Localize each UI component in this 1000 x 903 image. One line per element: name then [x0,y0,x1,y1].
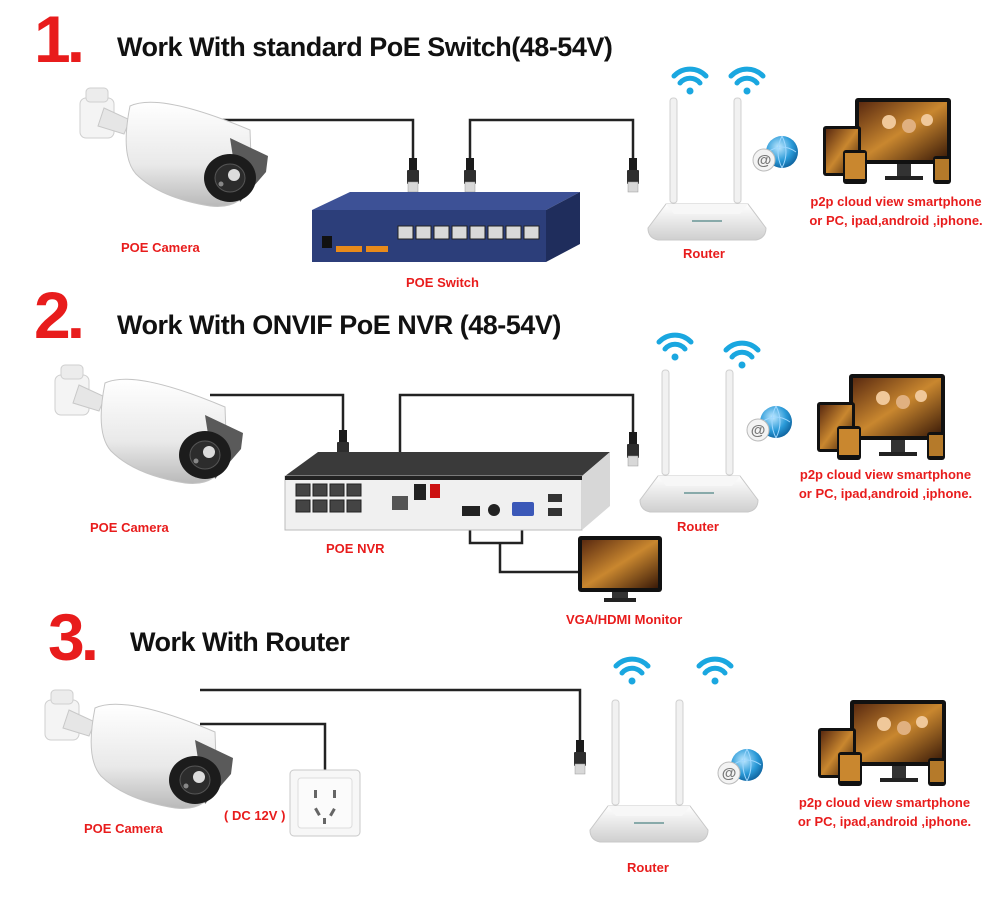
cable-switch-router [468,118,635,160]
wifi-signal-icon [616,659,648,684]
cable-camera-switch [222,118,415,160]
cable-nvr-router [398,393,635,480]
cable-nvr-monitor [498,543,580,574]
bullet-camera-icon [79,87,269,208]
p2p-caption-line2: or PC, ipad,android ,iphone. [798,486,973,501]
nvr-label: POE NVR [326,541,385,556]
nvr-icon [284,452,610,531]
p2p-caption-line1: p2p cloud view smartphone [799,467,972,482]
dc-power-label: ( DC 12V ) [224,808,286,823]
router-label: Router [683,246,725,261]
cable-camera-nvr [210,393,345,430]
wifi-signal-icon [659,335,691,360]
p2p-caption-line1: p2p cloud view smartphone [810,194,982,209]
at-globe-icon [752,135,799,172]
wifi-signal-icon [674,69,706,94]
rj45-plug-icon [626,157,640,193]
section-3 [44,659,946,843]
poe-switch-icon [312,192,580,262]
wifi-signal-icon [726,343,758,368]
devices-icon [823,98,951,184]
section-1-number: 1. [34,2,85,76]
p2p-caption: p2p cloud view smartphone or PC, ipad,an… [783,465,988,503]
cable-camera-power [200,722,327,770]
camera-label: POE Camera [90,520,169,535]
rj45-plug-icon [406,157,420,193]
wifi-signal-icon [699,659,731,684]
section-3-number: 3. [48,600,99,674]
p2p-caption-line2: or PC, ipad,android ,iphone. [797,814,972,829]
monitor-icon [578,536,662,602]
camera-label: POE Camera [121,240,200,255]
router-label: Router [627,860,669,875]
wifi-router-icon [639,369,759,513]
p2p-caption: p2p cloud view smartphone or PC, ipad,an… [782,793,987,831]
wifi-router-icon [647,97,767,241]
devices-icon [817,374,945,460]
router-label: Router [677,519,719,534]
wall-socket-icon [289,769,361,837]
section-2 [54,335,945,602]
bullet-camera-icon [54,364,244,485]
rj45-plug-icon [463,157,477,193]
section-1 [79,69,951,262]
section-3-title: Work With Router [130,627,350,657]
at-globe-icon [717,748,764,785]
at-globe-icon [746,405,793,442]
wifi-router-icon [589,699,709,843]
devices-icon [818,700,946,786]
section-2-number: 2. [34,278,85,352]
p2p-caption-line2: or PC, ipad,android ,iphone. [809,213,983,228]
p2p-caption: p2p cloud view smartphone or PC, ipad,an… [796,192,996,230]
rj45-plug-icon [573,739,587,775]
camera-label: POE Camera [84,821,163,836]
cable-camera-router [200,688,582,740]
wifi-signal-icon [731,69,763,94]
bullet-camera-icon [44,689,234,810]
section-1-title: Work With standard PoE Switch(48-54V) [117,32,613,62]
section-2-title: Work With ONVIF PoE NVR (48-54V) [117,310,561,340]
p2p-caption-line1: p2p cloud view smartphone [798,795,971,810]
switch-label: POE Switch [406,275,479,290]
monitor-label: VGA/HDMI Monitor [566,612,683,627]
rj45-plug-icon [626,431,640,467]
